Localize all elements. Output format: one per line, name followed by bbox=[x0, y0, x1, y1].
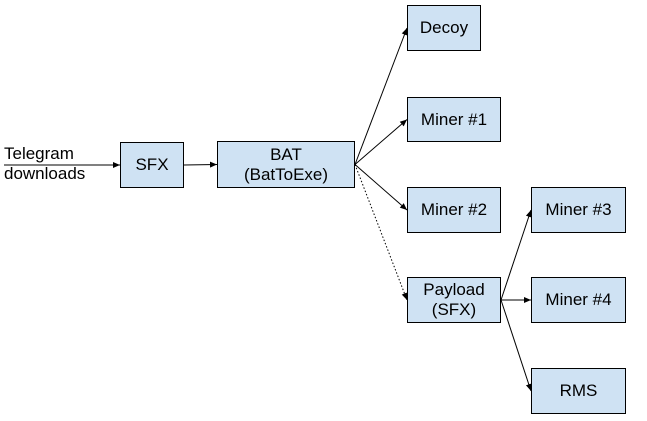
edge-bat-to-payload bbox=[354, 164, 408, 301]
node-miner-3-label: Miner #3 bbox=[545, 200, 612, 219]
node-decoy: Decoy bbox=[407, 5, 481, 51]
node-miner-1-label: Miner #1 bbox=[420, 109, 488, 129]
edge-payload-to-rms bbox=[500, 299, 532, 392]
node-payload: Payload (SFX) bbox=[407, 277, 501, 323]
node-miner-2: Miner #2 bbox=[407, 187, 501, 233]
node-miner-2-label: Miner #2 bbox=[420, 200, 488, 219]
node-sfx: SFX bbox=[120, 142, 184, 188]
source-label: Telegram downloads bbox=[4, 144, 85, 184]
node-payload-label-2: (SFX) bbox=[431, 300, 477, 319]
node-miner-4-label: Miner #4 bbox=[545, 290, 612, 309]
edge-bat-to-miner2 bbox=[354, 164, 408, 211]
source-label-line-1: Telegram bbox=[4, 144, 74, 163]
node-rms: RMS bbox=[531, 368, 626, 414]
edge-payload-to-miner3 bbox=[500, 209, 532, 301]
source-label-line-2: downloads bbox=[4, 164, 86, 183]
edge-bat-to-miner1 bbox=[354, 119, 408, 165]
node-bat-label-1: BAT bbox=[270, 144, 302, 164]
node-decoy-label: Decoy bbox=[419, 18, 469, 37]
node-miner-1: Miner #1 bbox=[407, 97, 501, 142]
node-miner-3: Miner #3 bbox=[531, 187, 626, 233]
edge-sfx-to-bat bbox=[183, 161, 218, 168]
node-miner-4: Miner #4 bbox=[531, 277, 626, 323]
node-payload-label-1: Payload bbox=[423, 280, 485, 299]
edge-bat-to-decoy bbox=[354, 27, 408, 165]
node-sfx-label: SFX bbox=[135, 155, 169, 174]
node-rms-label: RMS bbox=[559, 381, 598, 400]
node-bat-label-2: (BatToExe) bbox=[243, 164, 329, 184]
node-bat: BAT (BatToExe) bbox=[217, 141, 355, 188]
